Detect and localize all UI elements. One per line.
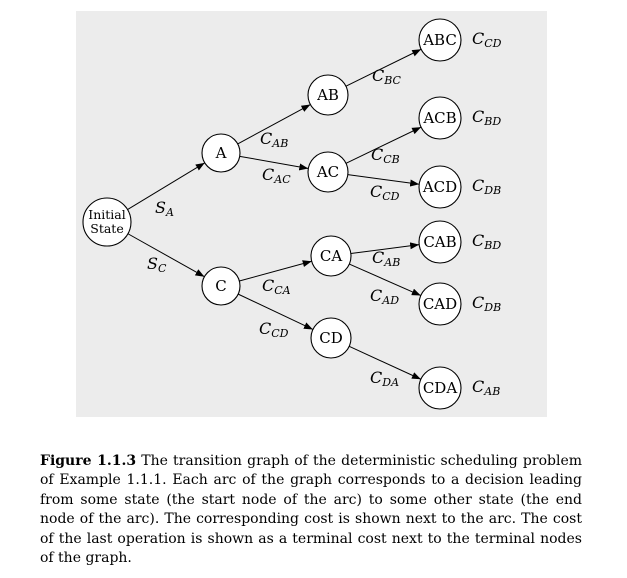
node-cd: CD [310,317,352,359]
terminal-cost-cda: CAB [472,377,500,398]
node-circle [310,317,352,359]
caption-text: The transition graph of the deterministi… [40,453,583,567]
node-c: C [201,266,241,306]
node-ab: AB [307,74,349,116]
node-label: ACB [422,109,456,127]
edge-c-ca [239,260,312,282]
node-circle [310,235,352,277]
node-cad: CAD [418,282,462,326]
node-label: C [215,277,226,295]
edge-cost-cd-cda: CDA [370,368,399,389]
node-label: A [215,144,227,162]
node-circle [82,197,132,247]
edge-ca-cab [350,242,420,254]
node-label: AC [316,163,339,181]
terminal-cost-cad: CDB [472,293,501,314]
node-circle [307,74,349,116]
edge-initial-c [127,233,205,278]
edge-cost-a-ab: CAB [260,129,288,150]
transition-graph: InitialStateACABACCACDABCACBACDCABCADCDA… [82,18,502,410]
edge-ab-abc [345,48,422,87]
node-cab: CAB [418,220,462,264]
node-label: ACD [422,178,457,196]
node-label: CAD [423,295,457,313]
edge-cost-ca-cad: CAD [370,286,399,307]
node-circle [201,133,241,173]
node-ac: AC [307,151,349,193]
edge-a-ab [237,104,311,145]
node-label: ABC [422,31,457,49]
node-circle [307,151,349,193]
edge-c-cd [237,293,314,330]
node-circle [201,266,241,306]
node-label: CAB [423,233,456,251]
edge-cost-initial-c: SC [147,254,167,275]
node-circle [418,366,462,410]
node-label-line: State [90,221,123,236]
edge-cost-ab-abc: CBC [372,66,402,87]
terminal-cost-cab: CBD [472,231,501,252]
edge-ac-acd [347,174,420,187]
figure-caption: Figure 1.1.3 The transition graph of the… [40,452,582,568]
node-acb: ACB [418,96,462,140]
edge-cost-c-ca: CCA [262,276,291,297]
edge-cost-ca-cab: CAB [372,248,400,269]
node-label: CDA [423,379,458,397]
caption-label: Figure 1.1.3 [40,453,137,469]
node-circle [418,165,462,209]
edges-layer [127,48,422,380]
edge-cost-ac-acb: CCB [371,145,400,166]
node-circle [418,220,462,264]
edge-cost-initial-a: SA [155,198,174,219]
node-label-line: Initial [88,207,125,222]
node-a: A [201,133,241,173]
terminal-cost-abc: CCD [472,29,502,50]
edge-cost-c-cd: CCD [259,319,289,340]
figure-panel [76,11,547,417]
node-acd: ACD [418,165,462,209]
terminal-cost-acb: CBD [472,107,501,128]
edge-ac-acb [345,126,422,164]
node-cda: CDA [418,366,462,410]
edge-cd-cda [348,345,422,380]
node-label: CA [320,247,342,265]
edge-ca-cad [349,263,421,296]
labels-layer: SASCCABCACCCACCDCBCCCBCCDCABCADCDACCDCBD… [147,29,502,398]
node-label: AB [316,86,339,104]
node-circle [418,96,462,140]
node-abc: ABC [418,18,462,62]
node-circle [418,282,462,326]
node-label: CD [319,329,343,347]
node-ca: CA [310,235,352,277]
edge-cost-ac-acd: CCD [370,182,400,203]
terminal-cost-acd: CDB [472,176,501,197]
edge-a-ac [239,155,309,171]
node-circle [418,18,462,62]
edge-cost-a-ac: CAC [262,165,291,186]
edge-initial-a [127,162,206,211]
